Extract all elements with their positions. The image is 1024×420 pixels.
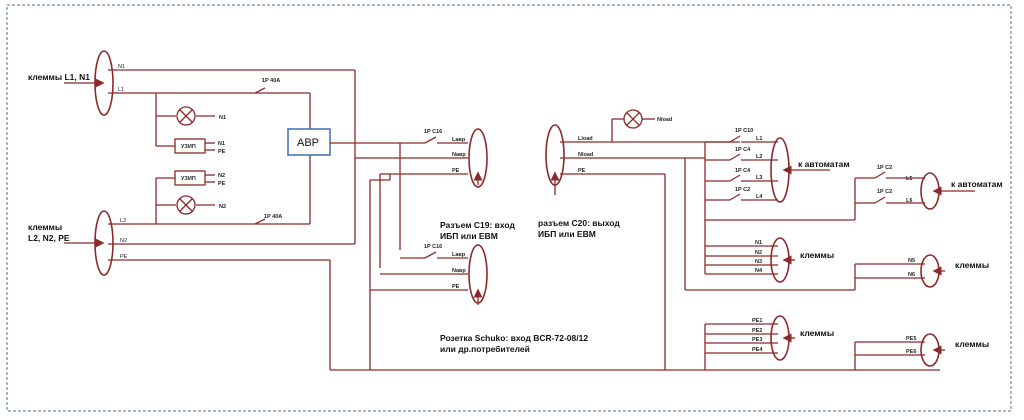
c20-nload: Nload <box>578 152 593 158</box>
to-breakers-2: к автоматам <box>951 179 1003 189</box>
breaker-c4-a <box>705 153 778 161</box>
c19-n: Nавр <box>452 152 466 158</box>
avr-label: АВР <box>297 137 319 149</box>
c20-connector <box>545 124 565 195</box>
out-l3: L3 <box>756 175 762 181</box>
lamp-nload-label: Nload <box>657 117 672 123</box>
breaker-c2-c <box>855 196 925 204</box>
wire-label-n1: N1 <box>118 64 125 70</box>
schuko-breaker-label: 1P C16 <box>424 244 442 250</box>
input-connector-1 <box>64 50 355 116</box>
c20-pe: PE <box>578 168 586 174</box>
terminals-n1-n4-label: клеммы <box>800 250 834 260</box>
breaker-c4-a-label: 1P C4 <box>735 147 751 153</box>
to-breakers-1: к автоматам <box>798 159 850 169</box>
out-l4: L4 <box>756 194 763 200</box>
schuko-caption-line1: Розетка Schuko: вход BCR-72-08/12 <box>440 333 588 343</box>
breaker-c4-b <box>705 174 778 182</box>
wire-label-l1: L1 <box>118 87 124 93</box>
avr-box <box>287 128 331 156</box>
uzip-1-box <box>174 138 206 154</box>
uzip-1-n: N1 <box>218 141 225 147</box>
input-2-label-line1: клеммы <box>28 222 62 232</box>
schuko-caption-line2: или др.потребителей <box>440 344 530 354</box>
c19-breaker-label: 1P C16 <box>424 129 442 135</box>
wire-label-n2: N2 <box>120 238 127 244</box>
diagram-frame <box>6 4 1012 412</box>
pe6-label: PE6 <box>906 349 916 355</box>
c20-caption-line2: ИБП или EBM <box>538 229 596 239</box>
n2-label: N2 <box>755 250 762 256</box>
terminals-pe5-pe6-connector <box>920 333 945 367</box>
c20-caption-line1: разъем С20: выход <box>538 218 620 228</box>
schuko-l: Lавр <box>452 252 466 258</box>
terminals-n5-n6-label: клеммы <box>955 260 989 270</box>
breaker-c2-a-label: 1P C2 <box>735 187 750 193</box>
breaker-c10-label: 1P C10 <box>735 128 753 134</box>
n3-label: N3 <box>755 259 762 265</box>
breaker-c4-b-label: 1P C4 <box>735 168 751 174</box>
n4-label: N4 <box>755 268 763 274</box>
breaker-40a-1 <box>254 87 266 94</box>
lamp-n2-label: N2 <box>219 204 226 210</box>
breaker-40a-1-label: 1P 40A <box>262 78 280 84</box>
uzip-2-label: УЗИП <box>181 176 196 182</box>
lamp-indicator-n2 <box>176 195 196 215</box>
pe5-label: PE5 <box>906 336 916 342</box>
breaker-c2-b-label: 1P C2 <box>877 165 892 171</box>
uzip-1-label: УЗИП <box>181 144 196 150</box>
c19-caption-line1: Разъем С19: вход <box>440 220 515 230</box>
terminals-pe1-pe4-label: клеммы <box>800 328 834 338</box>
uzip-2-n: N2 <box>218 173 225 179</box>
schuko-connector <box>468 244 488 305</box>
breaker-c2-c-label: 1P C2 <box>877 189 892 195</box>
pe3-label: PE3 <box>752 337 762 343</box>
pe1-label: PE1 <box>752 318 762 324</box>
uzip-2-pe: PE <box>218 181 226 187</box>
pe4-label: PE4 <box>752 347 763 353</box>
terminals-pe1-pe4-connector <box>770 315 795 361</box>
output-connector-l1-l4 <box>770 137 830 203</box>
breaker-c2-b <box>855 171 925 179</box>
schuko-n: Nавр <box>452 268 466 274</box>
output-connector-l5-l6 <box>920 172 975 210</box>
wire-label-l2: L2 <box>120 218 126 224</box>
out-l5: L5 <box>906 176 912 182</box>
out-l2: L2 <box>756 154 762 160</box>
pe2-label: PE2 <box>752 328 762 334</box>
n1-label: N1 <box>755 240 762 246</box>
c19-pe: PE <box>452 168 460 174</box>
terminals-pe5-pe6-label: клеммы <box>955 339 989 349</box>
uzip-2-box <box>174 170 206 186</box>
schuko-pe: PE <box>452 284 460 290</box>
out-l1: L1 <box>756 136 762 142</box>
input-2-label-line2: L2, N2, PE <box>28 233 70 243</box>
lamp-indicator-nload <box>623 109 643 129</box>
wire-label-pe: PE <box>120 254 128 260</box>
lamp-n1-label: N1 <box>219 115 226 121</box>
breaker-c10 <box>705 135 778 143</box>
terminals-n1-n4-connector <box>770 237 795 283</box>
c19-caption-line2: ИБП или EBM <box>440 231 498 241</box>
out-l6: L6 <box>906 198 912 204</box>
n6-label: N6 <box>908 272 915 278</box>
c19-l: Laвр <box>452 137 466 143</box>
breaker-c2-a <box>705 193 778 201</box>
breaker-40a-2 <box>254 218 266 225</box>
input-1-label: клеммы L1, N1 <box>28 72 90 82</box>
n5-label: N5 <box>908 258 915 264</box>
breaker-40a-2-label: 1P 40A <box>264 214 282 220</box>
terminals-n5-n6-connector <box>920 254 945 288</box>
c20-lload: Lload <box>578 136 593 142</box>
input-connector-2 <box>64 210 355 276</box>
uzip-1-pe: PE <box>218 149 226 155</box>
lamp-indicator-n1 <box>176 106 196 126</box>
c19-connector <box>468 128 488 188</box>
